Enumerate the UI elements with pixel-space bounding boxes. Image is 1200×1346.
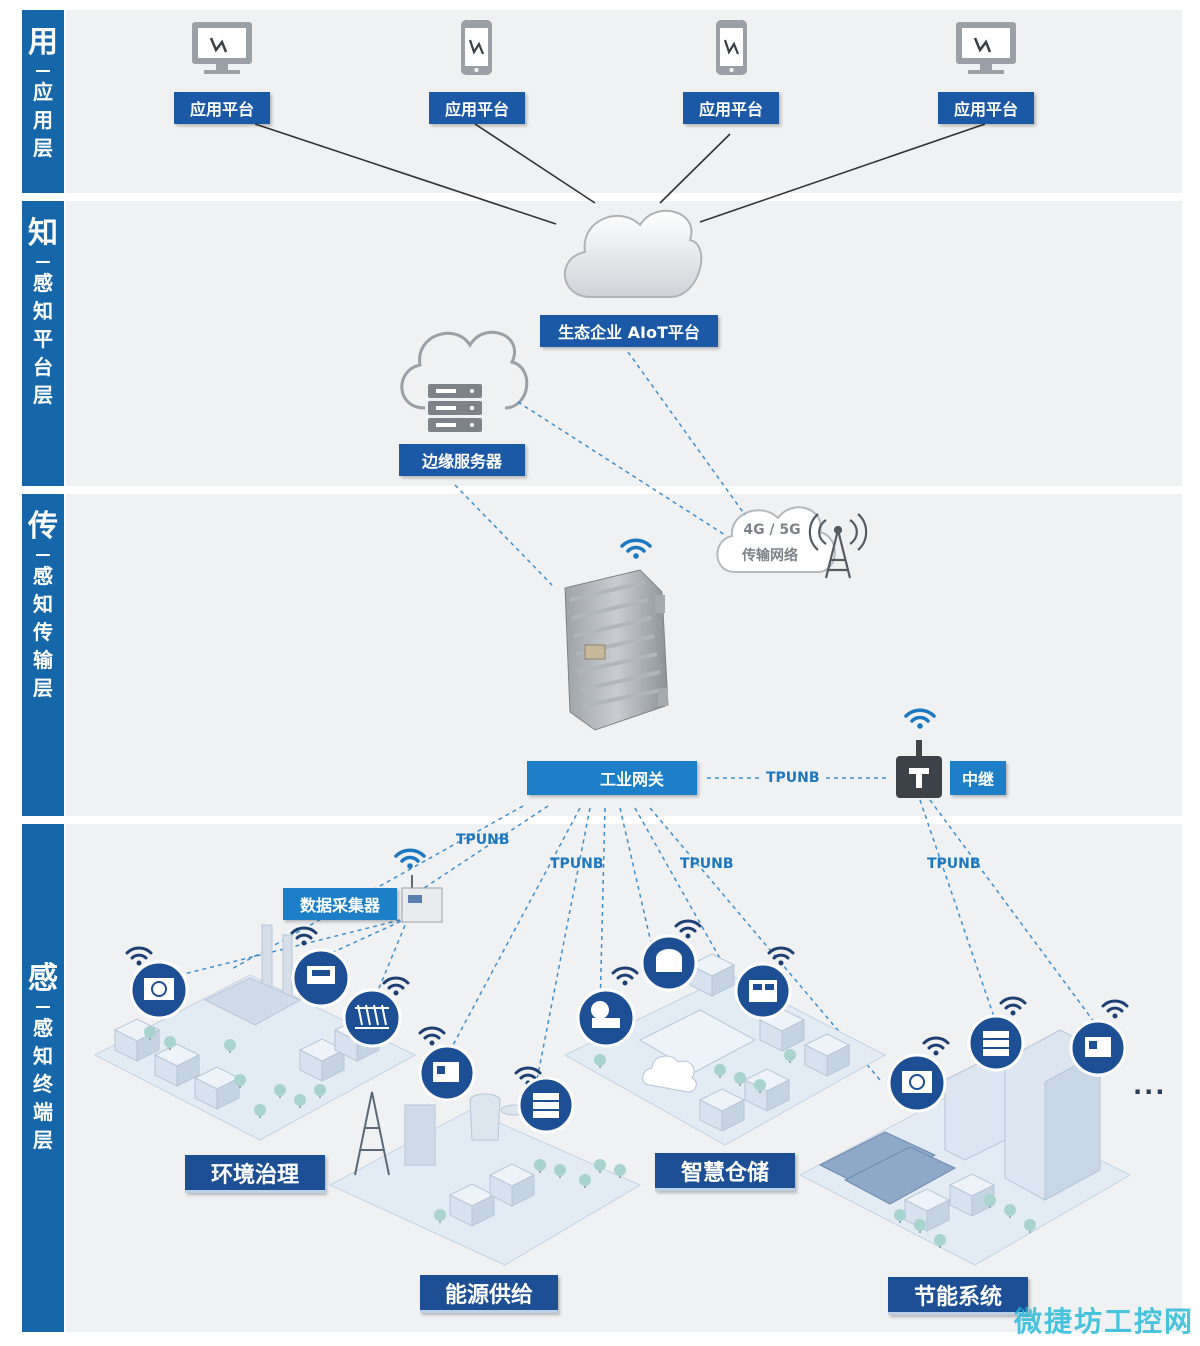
- wifi-icon: [904, 708, 936, 731]
- layer-tab-platform: 知 感知平台层: [22, 201, 64, 486]
- sensor-filter: [342, 976, 410, 1048]
- scene-label-environment: 环境治理: [185, 1155, 325, 1193]
- layer-tab-terminal: 感 感知终端层: [22, 824, 64, 1332]
- layer-tab-application: 用 应用层: [22, 10, 64, 193]
- app-platform-label-2: 应用平台: [429, 92, 525, 124]
- network-line2: 传输网络: [742, 548, 798, 564]
- tpunb-label-3: TPUNB: [680, 856, 734, 872]
- edge-cloud-icon: [400, 330, 529, 410]
- gateway-device-icon: [564, 569, 669, 731]
- phone-icon: [461, 20, 492, 75]
- sensor-meter: [290, 926, 351, 1008]
- watermark: 微捷坊工控网: [1013, 1305, 1194, 1338]
- scene-label-warehouse: 智慧仓储: [655, 1153, 795, 1191]
- network-line1: 4G / 5G: [743, 522, 801, 538]
- sensor-equipment-1: [418, 1026, 476, 1102]
- tpunb-label-1: TPUNB: [456, 832, 510, 848]
- scene-energy-saving: [798, 1029, 1132, 1266]
- cell-tower-icon: [808, 513, 868, 579]
- tpunb-label-4: TPUNB: [927, 856, 981, 872]
- phone-icon: [716, 20, 747, 75]
- more-indicator: ...: [1133, 1072, 1167, 1100]
- wifi-icon: [620, 538, 652, 561]
- gateway-label: 工业网关: [527, 761, 697, 795]
- data-collector-label: 数据采集器: [283, 888, 397, 920]
- app-platform-label-4: 应用平台: [938, 92, 1034, 124]
- app-platform-label-1: 应用平台: [174, 92, 270, 124]
- tpunb-label-2: TPUNB: [550, 856, 604, 872]
- layer-tab-transport: 传 感知传输层: [22, 494, 64, 816]
- sensor-storage: [640, 919, 702, 992]
- scene-label-energy-saving: 节能系统: [888, 1277, 1028, 1315]
- monitor-icon: [956, 22, 1016, 74]
- scene-environment: [93, 924, 417, 1141]
- sensor-cabinet: [734, 946, 795, 1020]
- sensor-battery-1: [125, 946, 189, 1020]
- sensor-tank: [576, 966, 639, 1048]
- sensor-battery-2: [887, 1036, 950, 1113]
- cloud-icon: [564, 209, 703, 298]
- server-rack-icon: [428, 384, 482, 432]
- relay-device-icon: [896, 740, 942, 798]
- monitor-icon: [192, 22, 252, 74]
- edge-server-label: 边缘服务器: [399, 444, 525, 476]
- sensor-equipment-2: [1069, 999, 1129, 1077]
- sensor-server-2: [967, 996, 1027, 1072]
- relay-label: 中继: [950, 761, 1006, 795]
- sensor-server-1: [514, 1066, 575, 1134]
- data-collector-device-icon: [394, 848, 443, 923]
- app-platform-label-3: 应用平台: [683, 92, 779, 124]
- scene-label-energy: 能源供给: [420, 1275, 558, 1313]
- scene-warehouse: [563, 953, 887, 1146]
- tpunb-link-label: TPUNB: [766, 770, 820, 786]
- aiot-platform-label: 生态企业 AIoT平台: [540, 315, 718, 347]
- scene-energy: [328, 1091, 642, 1266]
- app-to-cloud-lines: [254, 123, 986, 225]
